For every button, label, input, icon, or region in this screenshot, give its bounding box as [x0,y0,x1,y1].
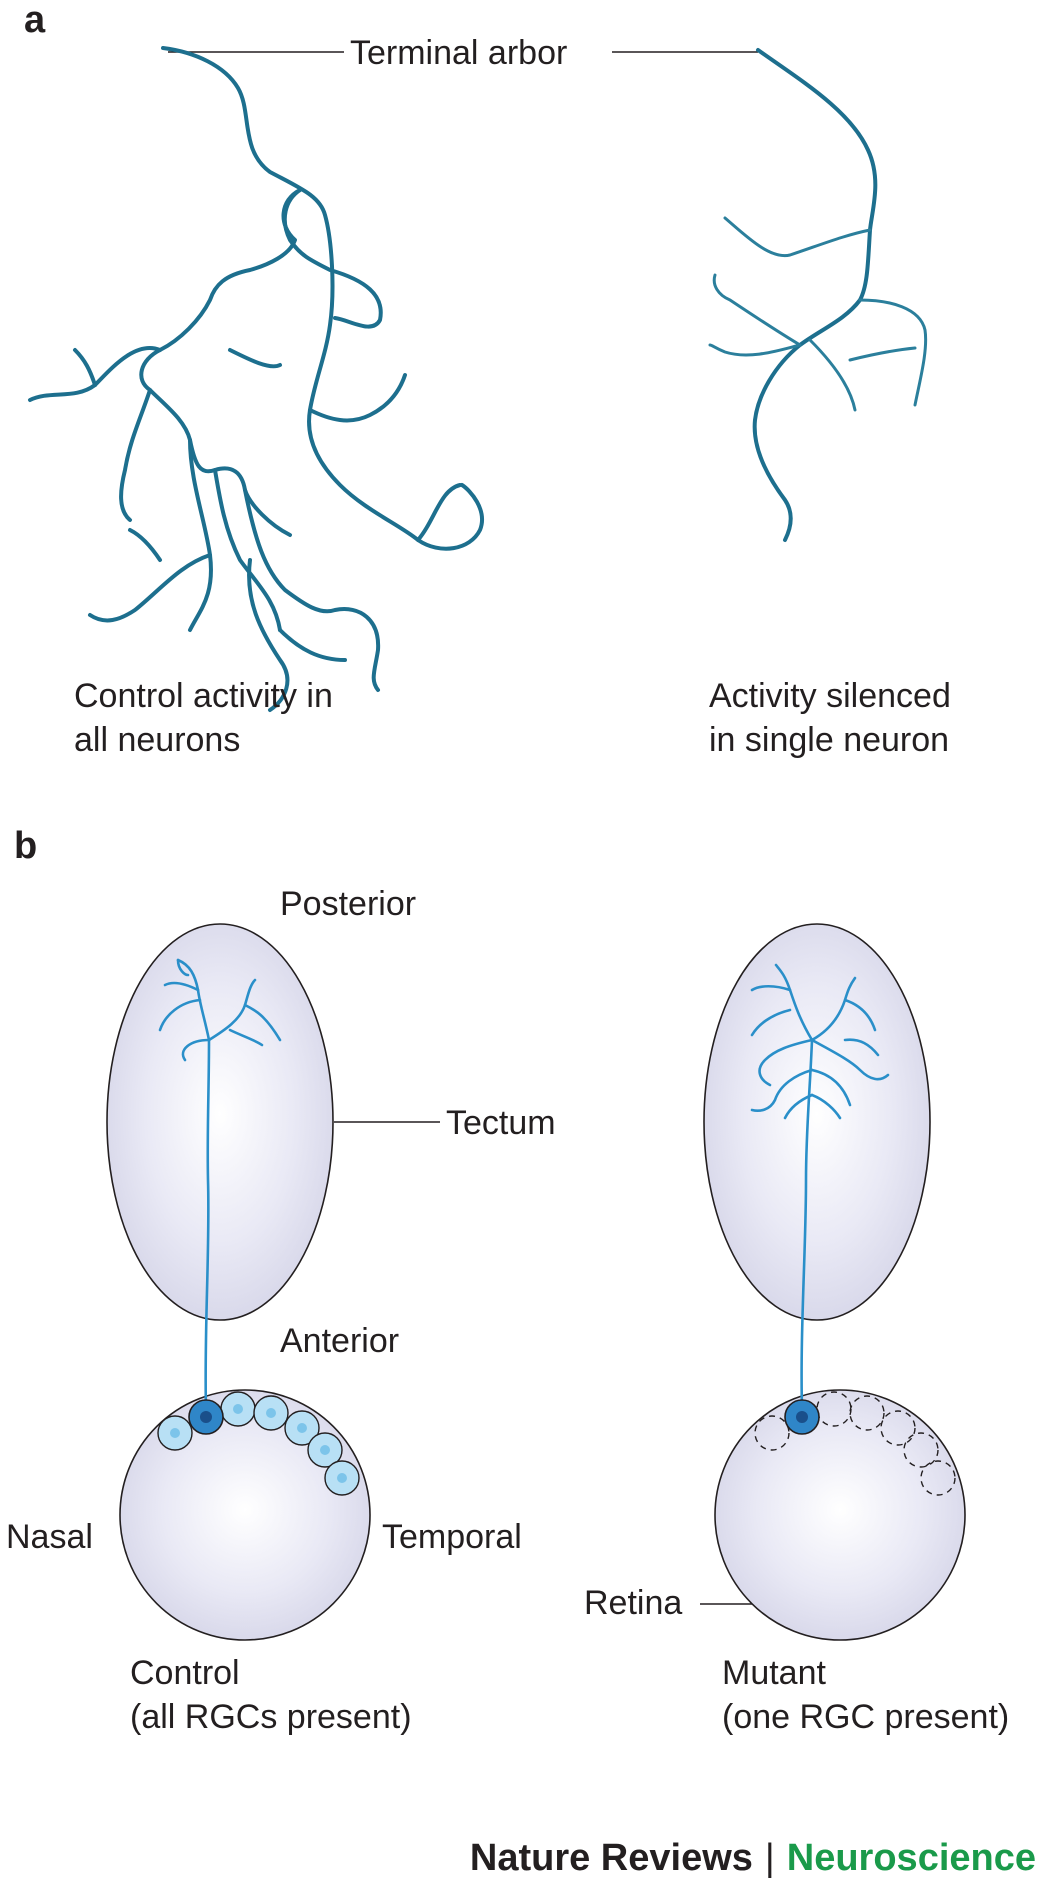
nasal-label: Nasal [6,1518,93,1556]
control-rgc-projection [158,958,282,1412]
control-tectum [106,923,334,1321]
control-arbor-branch [158,998,202,1032]
missing-rgc-outline [754,1415,790,1451]
anterior-label: Anterior [280,1322,399,1360]
mutant-rgc-cells [754,1391,956,1496]
control-arbor-branch [181,1038,211,1062]
mutant-arbor-branch [810,1093,842,1120]
panel-a-label: a [24,0,46,41]
silenced-arbor-branch-6 [848,346,917,362]
mutant-tectum [703,923,931,1321]
control-arbor-branch-8 [243,488,381,692]
journal-credit: Nature Reviews | Neuroscience [470,1837,1036,1879]
missing-rgc-outline [880,1410,916,1446]
rgc-cell-nucleus [170,1428,180,1438]
mutant-rgc-axon [800,1038,814,1412]
silenced-terminal-arbor [708,48,928,542]
control-arbor-branch [176,958,190,977]
terminal-arbor-label: Terminal arbor [350,34,567,72]
mutant-arbor-branch [810,1068,852,1107]
rgc-cell-nucleus [320,1445,330,1455]
control-arbor-branch-2 [139,188,302,537]
control-terminal-arbor [28,46,484,712]
journal-credit-line: Nature Reviews | Neuroscience [470,1837,1036,1879]
control-caption-line2: (all RGCs present) [130,1698,412,1736]
missing-rgc-outline [920,1460,956,1496]
control-arbor-branch [243,1003,282,1042]
silenced-arbor-branch-3 [808,338,857,412]
mutant-rgc-projection [750,963,890,1412]
control-rgc-axon [204,1038,211,1412]
missing-rgc-outline [849,1395,885,1431]
control-activity-caption-line1: Control activity in [74,677,333,715]
rgc-cell-nucleus [233,1404,243,1414]
mutant-arbor-branch [810,1038,890,1081]
silenced-arbor-main-trunk [752,48,878,542]
mutant-arbor-branch [750,1068,814,1112]
control-arbor-branch-10 [128,528,162,562]
control-arbor-branch-11 [247,558,290,712]
journal-section: Neuroscience [787,1837,1036,1879]
silenced-arbor-branch-2 [858,298,928,407]
tectum-label: Tectum [446,1104,556,1142]
rgc-cell-nucleus [297,1423,307,1433]
retina-label: Retina [584,1584,682,1622]
control-arbor-branch [228,1028,264,1047]
surviving-rgc-nucleus [796,1411,808,1423]
control-rgc-cells [157,1391,360,1496]
control-arbor-branch-15 [416,483,462,542]
silenced-caption-line1: Activity silenced [709,677,951,715]
mutant-arbor-branch [843,998,877,1032]
control-arbor-branch-14 [228,348,282,369]
silenced-caption-line2: in single neuron [709,721,949,759]
labelled-rgc-nucleus [200,1411,212,1423]
mutant-arbor-branch [750,1008,792,1037]
control-arbor-branch-9 [88,553,212,623]
rgc-cell-nucleus [266,1408,276,1418]
journal-separator: | [765,1837,775,1879]
silenced-arbor-branch-4 [712,273,802,347]
mutant-retina [714,1389,966,1641]
mutant-arbor-branch [783,1093,814,1120]
control-arbor-branch-5 [119,388,152,522]
posterior-label: Posterior [280,885,416,923]
control-caption-line1: Control [130,1654,240,1692]
rgc-cell-nucleus [337,1473,347,1483]
control-arbor-branch-13 [308,373,407,423]
control-retina [119,1389,371,1641]
control-arbor-branch-7 [213,468,282,632]
control-arbor-branch-4 [73,348,97,387]
mutant-caption-line2: (one RGC present) [722,1698,1009,1736]
mutant-arbor-branch [750,984,792,992]
control-arbor-main-trunk [161,46,484,551]
silenced-arbor-branch-5 [708,343,802,357]
journal-name: Nature Reviews [470,1837,753,1879]
control-arbor-branch [163,981,200,992]
control-activity-caption-line2: all neurons [74,721,240,759]
mutant-arbor-branch [758,1038,814,1087]
control-arbor-branch-12 [278,628,347,662]
silenced-arbor-branch-1 [723,216,872,258]
mutant-arbor-branch [843,1038,880,1057]
panel-b-label: b [14,825,37,867]
missing-rgc-outline [903,1432,939,1468]
mutant-caption-line1: Mutant [722,1654,826,1692]
temporal-label: Temporal [382,1518,522,1556]
